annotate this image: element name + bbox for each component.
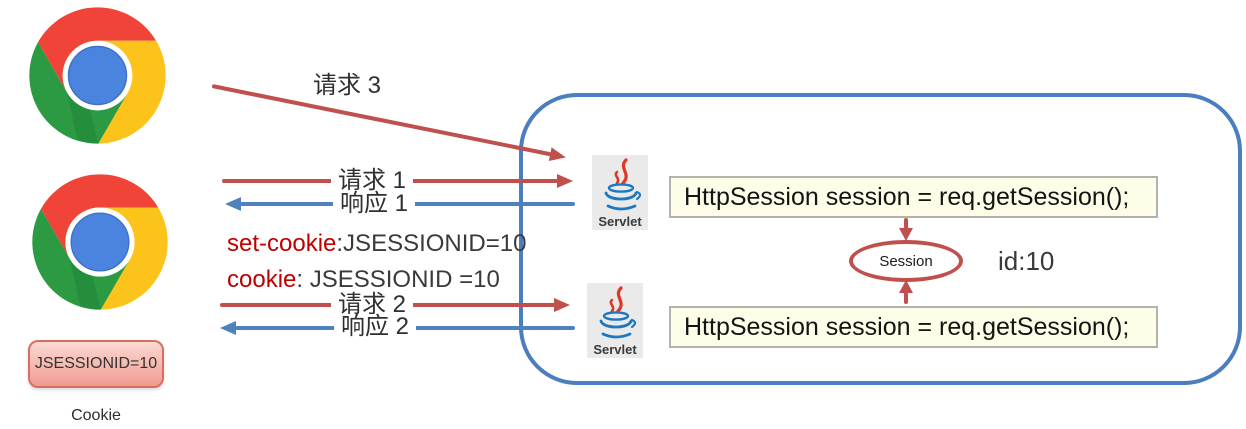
code-text: HttpSession session = req.getSession();	[684, 182, 1130, 211]
set-cookie-key: set-cookie	[227, 230, 337, 257]
cookie-store-value: JSESSIONID=10	[34, 355, 158, 372]
servlet-label: Servlet	[593, 342, 637, 357]
servlet-icon: Servlet	[592, 155, 648, 230]
arrowhead-right-icon	[548, 147, 568, 165]
servlet-icon: Servlet	[587, 283, 643, 358]
servlet-label: Servlet	[598, 214, 642, 229]
session-arrow-up	[899, 280, 913, 304]
request3-label: 请求 3	[312, 72, 382, 99]
arrowhead-right-icon	[554, 298, 570, 312]
set-cookie-header: set-cookie:JSESSIONID=10	[227, 230, 526, 258]
chrome-browser-icon	[28, 6, 167, 145]
java-cup-icon	[604, 158, 642, 211]
set-cookie-value: :JSESSIONID=10	[336, 230, 527, 257]
arrowhead-down-icon	[899, 228, 913, 241]
arrowhead-up-icon	[899, 280, 913, 293]
code-box-getsession-2: HttpSession session = req.getSession();	[669, 306, 1158, 348]
session-arrow-down	[899, 218, 913, 241]
session-id-label: id:10	[998, 246, 1055, 276]
chrome-browser-icon	[31, 173, 169, 311]
arrowhead-left-icon	[220, 321, 236, 335]
server-container-box	[519, 93, 1242, 385]
request2-label: 请求 2	[330, 292, 414, 318]
code-text: HttpSession session = req.getSession();	[684, 312, 1130, 341]
arrowhead-left-icon	[225, 197, 241, 211]
response2-label: 响应 2	[333, 314, 417, 340]
cookie-store-box: JSESSIONID=10	[28, 340, 164, 388]
cookie-value: : JSESSIONID =10	[296, 266, 500, 293]
session-label: Session	[879, 252, 933, 270]
java-cup-icon	[599, 286, 637, 339]
arrowhead-right-icon	[557, 174, 573, 188]
cookie-caption: Cookie	[71, 407, 121, 424]
cookie-key: cookie	[227, 266, 297, 293]
session-ellipse: Session	[849, 240, 963, 282]
response1-label: 响应 1	[332, 191, 416, 217]
code-box-getsession-1: HttpSession session = req.getSession();	[669, 176, 1158, 218]
cookie-header: cookie: JSESSIONID =10	[227, 266, 500, 294]
request1-label: 请求 1	[330, 168, 414, 194]
